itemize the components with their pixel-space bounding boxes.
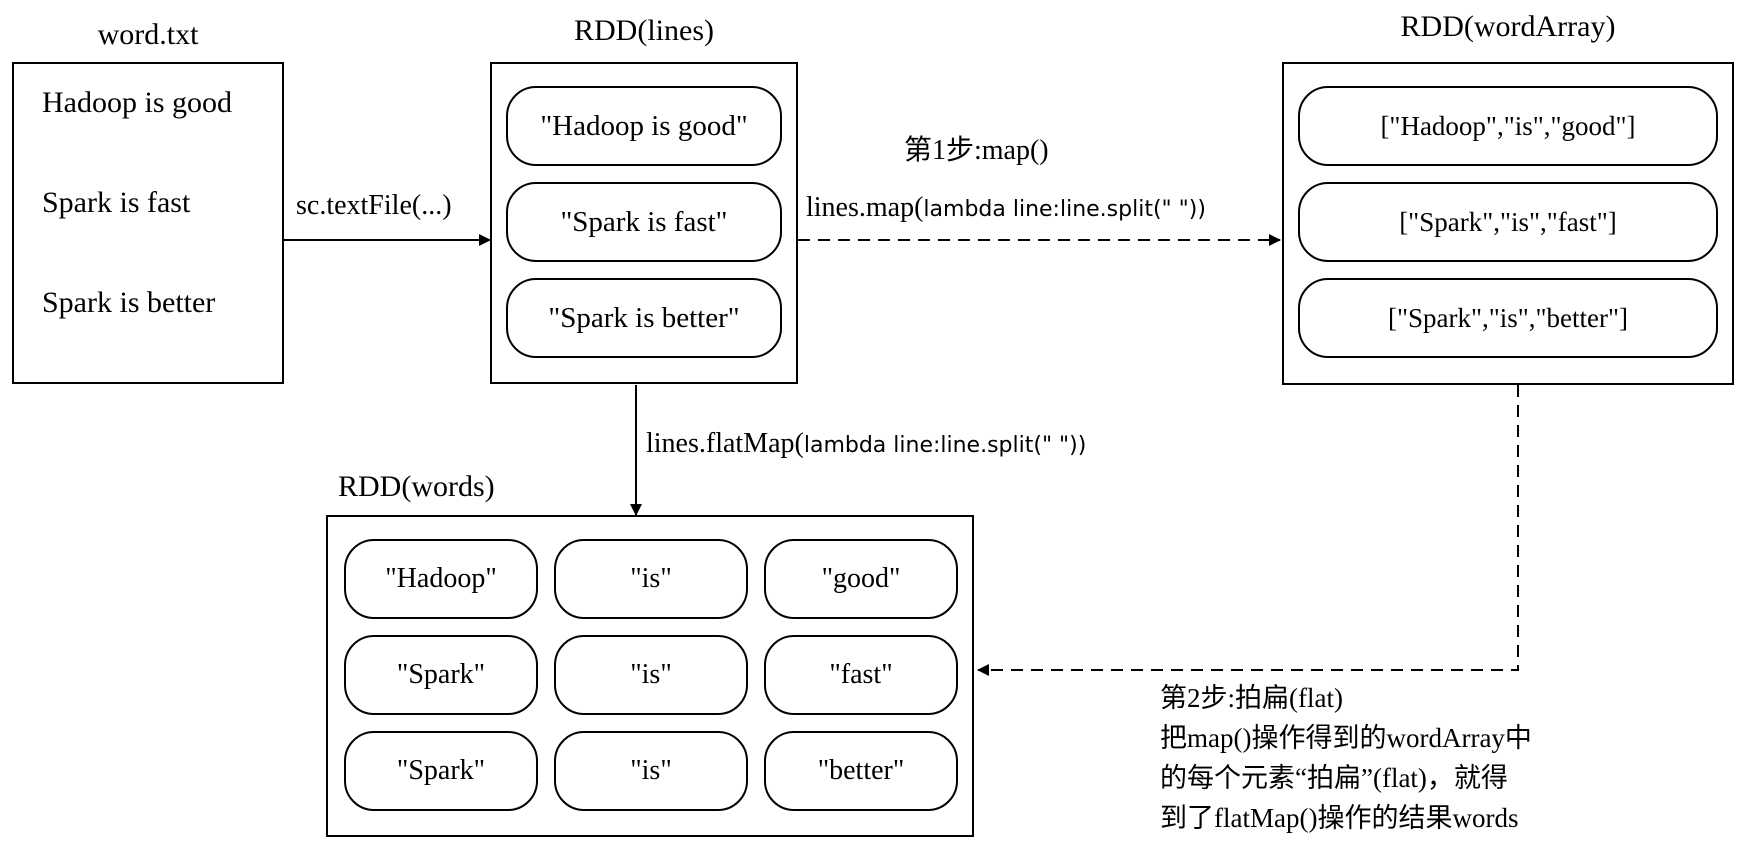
word-file-title: word.txt xyxy=(97,18,199,51)
file-line: Spark is fast xyxy=(42,186,191,219)
flatmap-prefix: lines.flatMap( xyxy=(646,428,804,459)
step1-title: 第1步:map() xyxy=(904,135,1049,166)
map-lambda: lambda line:line.split(" ")) xyxy=(923,197,1206,222)
file-line: Hadoop is good xyxy=(42,86,232,119)
map-prefix: lines.map( xyxy=(806,192,924,223)
rdd-words-item: "fast" xyxy=(764,635,958,715)
rdd-words-item: "is" xyxy=(554,635,748,715)
step2-note: 第2步:拍扁(flat) 把map()操作得到的wordArray中 的每个元素… xyxy=(1160,678,1720,838)
rdd-words-item: "is" xyxy=(554,539,748,619)
rdd-words-item: "Spark" xyxy=(344,731,538,811)
rdd-lines-item: "Hadoop is good" xyxy=(506,86,782,166)
rdd-lines-item: "Spark is fast" xyxy=(506,182,782,262)
step2-title: 第2步:拍扁(flat) xyxy=(1160,683,1343,713)
step2-line: 到了flatMap()操作的结果words xyxy=(1160,803,1519,833)
rdd-wordarray-box: ["Hadoop","is","good"] ["Spark","is","fa… xyxy=(1282,62,1734,385)
flatmap-lambda: lambda line:line.split(" ")) xyxy=(803,433,1087,458)
flatten-arrow xyxy=(977,385,1519,676)
rdd-words-item: "Spark" xyxy=(344,635,538,715)
textfile-label: sc.textFile(...) xyxy=(296,190,452,221)
flatmap-label: lines.flatMap(lambda line:line.split(" "… xyxy=(646,428,1086,460)
step2-line: 把map()操作得到的wordArray中 xyxy=(1160,723,1532,753)
rdd-lines-title: RDD(lines) xyxy=(574,14,714,47)
rdd-lines-box: "Hadoop is good" "Spark is fast" "Spark … xyxy=(490,62,798,384)
step2-line: 的每个元素“拍扁”(flat)，就得 xyxy=(1160,763,1508,793)
map-label: lines.map(lambda line:line.split(" ")) xyxy=(806,192,1206,224)
file-line: Spark is better xyxy=(42,286,216,319)
rdd-words-box: "Hadoop" "is" "good" "Spark" "is" "fast"… xyxy=(326,515,974,837)
rdd-words-item: "is" xyxy=(554,731,748,811)
rdd-wordarray-title: RDD(wordArray) xyxy=(1400,10,1616,43)
rdd-words-title: RDD(words) xyxy=(338,470,495,503)
rdd-lines-item: "Spark is better" xyxy=(506,278,782,358)
rdd-words-item: "good" xyxy=(764,539,958,619)
word-file-box: Hadoop is good Spark is fast Spark is be… xyxy=(12,62,284,384)
rdd-wordarray-item: ["Spark","is","fast"] xyxy=(1298,182,1718,262)
rdd-wordarray-item: ["Spark","is","better"] xyxy=(1298,278,1718,358)
rdd-words-item: "better" xyxy=(764,731,958,811)
rdd-wordarray-item: ["Hadoop","is","good"] xyxy=(1298,86,1718,166)
rdd-words-item: "Hadoop" xyxy=(344,539,538,619)
